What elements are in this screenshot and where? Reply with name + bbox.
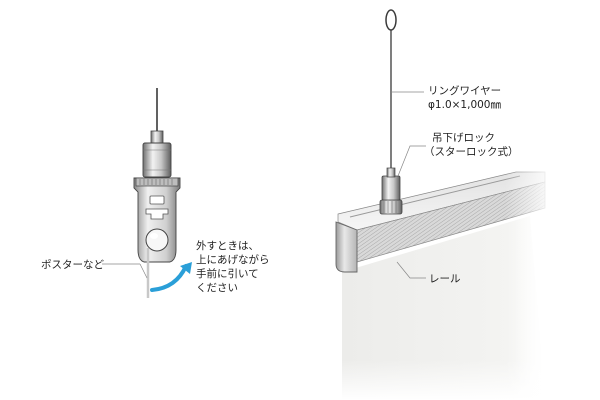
clip-slot-lower bbox=[145, 208, 169, 220]
ring-wire-loop bbox=[385, 9, 397, 31]
clip-housing bbox=[133, 177, 181, 263]
ring-wire-label: リングワイヤー bbox=[428, 84, 501, 97]
poster-sheet bbox=[342, 216, 545, 400]
clip-knurl-band bbox=[135, 177, 179, 187]
ring-wire-spec: φ1.0×1,000㎜ bbox=[428, 99, 501, 111]
clip-lock-cylinder bbox=[142, 142, 172, 178]
rail-leader bbox=[396, 261, 426, 279]
hook-lock-type: （スターロック式） bbox=[424, 145, 519, 158]
removal-instruction-line-4: ください bbox=[196, 282, 238, 294]
hook-lock-leader bbox=[397, 145, 426, 177]
rail-end-cap bbox=[335, 221, 358, 273]
rail-system: リングワイヤー φ1.0×1,000㎜ 吊下げロック （スターロック式） レール bbox=[335, 9, 562, 400]
removal-instruction-line-3: 手前に引いて bbox=[196, 267, 259, 280]
removal-instruction-line-2: 上にあげながら bbox=[196, 253, 270, 266]
hook-lock-label: 吊下げロック bbox=[432, 132, 495, 144]
rail-label: レール bbox=[429, 273, 461, 285]
clip-top-collar bbox=[150, 130, 164, 144]
removal-direction-arrow bbox=[150, 264, 188, 292]
hook-lock bbox=[379, 167, 403, 215]
clip-detail: ポスターなど 外すときは、 上にあげながら 手前に引いて ください bbox=[41, 88, 270, 298]
clip-roller-ball bbox=[145, 228, 169, 252]
removal-instruction-line-1: 外すときは、 bbox=[196, 240, 259, 252]
clip-slot-upper bbox=[149, 195, 165, 205]
poster-label: ポスターなど bbox=[41, 259, 104, 271]
